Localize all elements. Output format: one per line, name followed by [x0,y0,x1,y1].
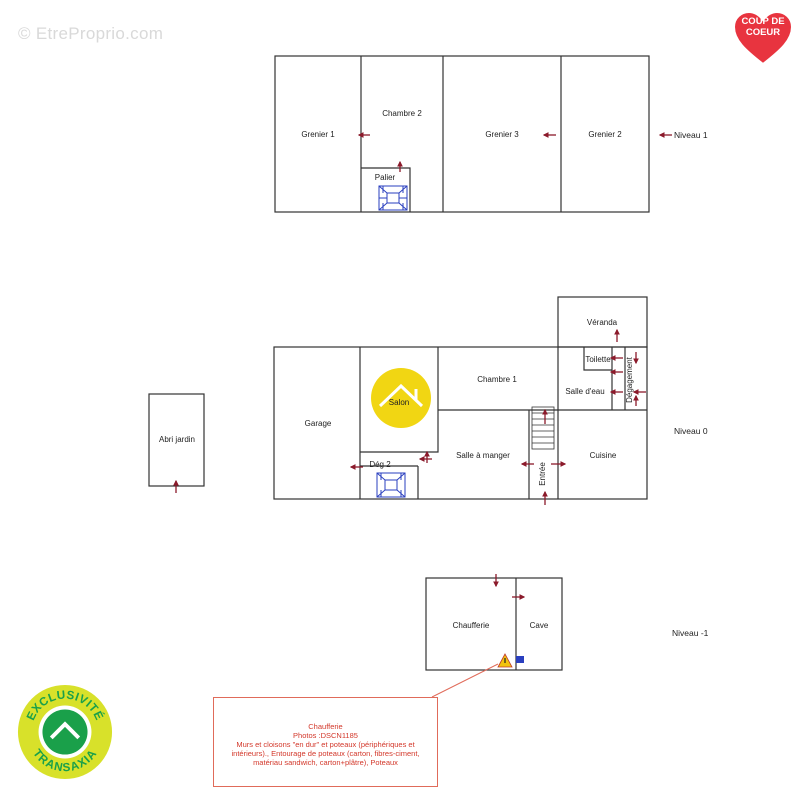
badge-line2: COEUR [745,27,781,38]
level-0-walls [148,296,648,500]
room-chambre-1: Chambre 1 [477,375,517,384]
exclusivite-transaxia-seal-icon: EXCLUSIVITÉ TRANSAXIA [17,684,113,780]
room-degagement: Dégagement [625,356,634,403]
level-minus-1-label: Niveau -1 [672,628,709,638]
room-salon: Salon [389,398,409,407]
warning-triangle-icon [497,653,513,668]
level-0-door-arrows [173,328,646,505]
salon-house-logo-icon [371,368,431,428]
note-title: Chaufferie [308,722,343,731]
room-abri-jardin: Abri jardin [159,435,195,444]
room-chaufferie: Chaufferie [453,621,490,630]
room-grenier-3: Grenier 3 [485,130,519,139]
callout-line [431,663,499,698]
level-1-walls [274,55,650,213]
deg2-stairs-icon [376,472,406,498]
room-palier: Palier [375,173,396,182]
level-1-label: Niveau 1 [674,130,708,140]
coup-de-coeur-heart-icon [732,10,794,66]
room-entree: Entrée [538,462,547,486]
level-minus-1-walls [425,577,563,671]
room-toilette: Toilette [585,355,611,364]
chaufferie-note: Chaufferie Photos :DSCN1185 Murs et cloi… [213,697,438,787]
watermark: © EtreProprio.com [18,24,164,43]
room-salle-eau: Salle d'eau [565,387,604,396]
room-garage: Garage [305,419,332,428]
note-photos: Photos :DSCN1185 [293,731,358,740]
palier-stairs-icon [378,185,408,211]
level-0-label: Niveau 0 [674,426,708,436]
room-salle-a-manger: Salle à manger [456,451,510,460]
room-cave: Cave [530,621,549,630]
photo-marker-icon [516,656,524,663]
room-veranda: Véranda [587,318,618,327]
room-grenier-2: Grenier 2 [588,130,622,139]
room-deg-2: Dég 2 [369,460,391,469]
room-grenier-1: Grenier 1 [301,130,335,139]
room-cuisine: Cuisine [590,451,617,460]
level-1-door-arrows [357,132,672,172]
coup-de-coeur-badge: COUP DE COEUR [731,16,795,38]
badge-line1: COUP DE [741,16,785,27]
entree-stairs-icon [531,406,555,450]
room-chambre-2: Chambre 2 [382,109,422,118]
level-minus-1-door-arrows [493,574,526,600]
note-body: Murs et cloisons "en dur" et poteaux (pé… [231,740,420,767]
